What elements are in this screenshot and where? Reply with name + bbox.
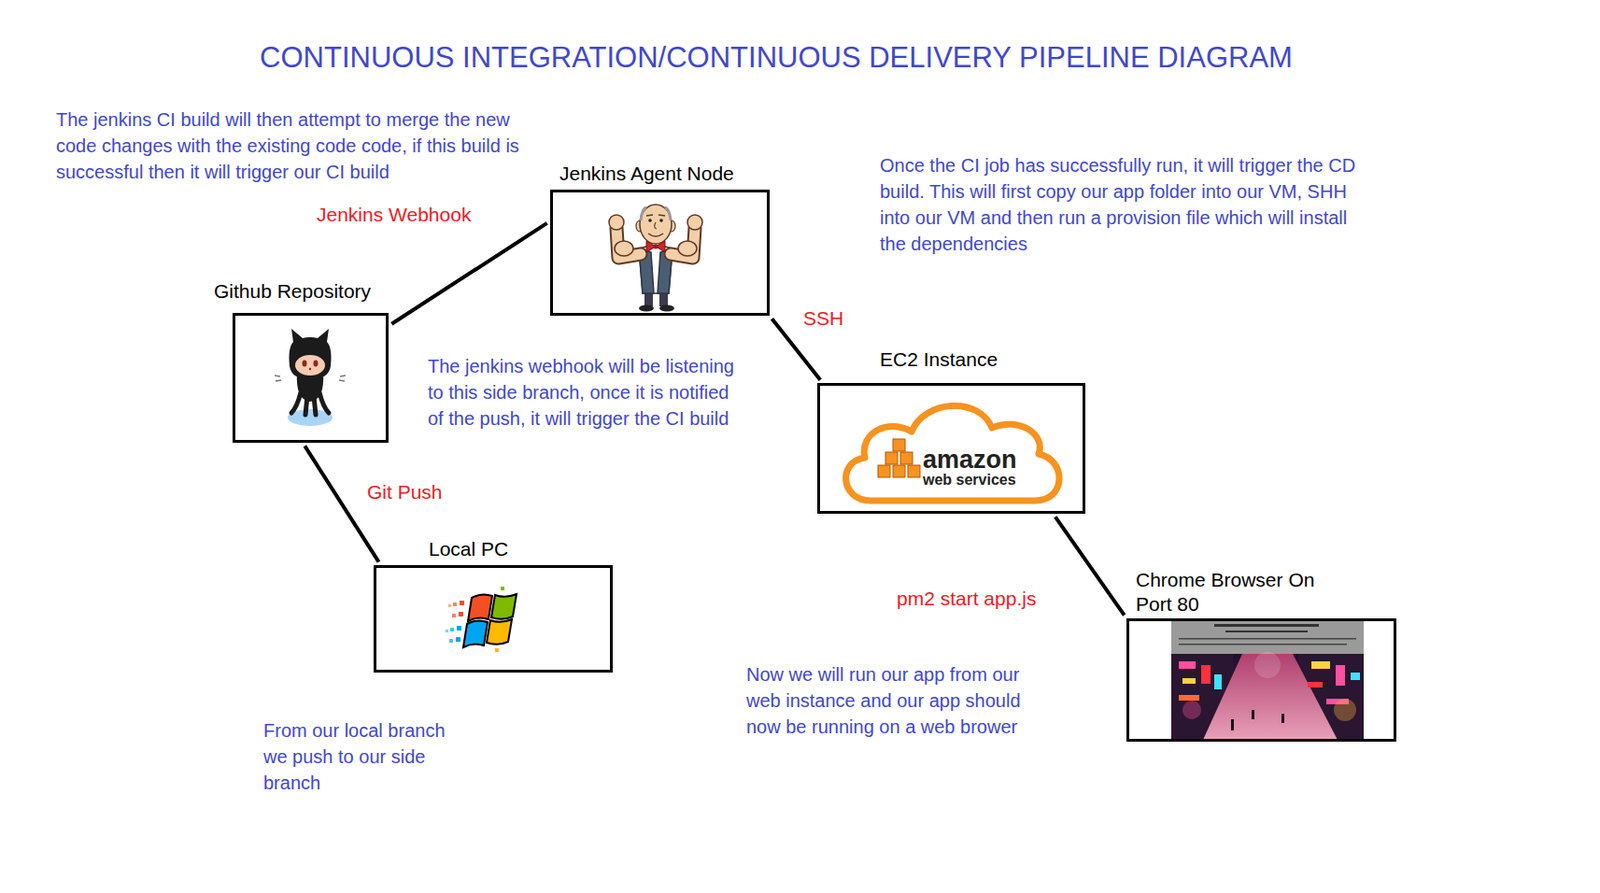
- jenkins-agent-box: Jenkins Agent Node: [550, 189, 770, 316]
- jenkins-butler-icon-part: [654, 222, 657, 229]
- windows-flag-icon-part: [458, 611, 464, 617]
- browser-screenshot-part: [1201, 665, 1211, 684]
- github-octocat-icon: [274, 328, 346, 426]
- browser-screenshot-part: [1254, 651, 1281, 679]
- note-text: The jenkins webhook will be listening to…: [427, 353, 737, 432]
- browser-screenshot: [1171, 620, 1364, 740]
- aws-cloud-icon-part: [885, 452, 898, 465]
- windows-flag-icon-part: [448, 604, 452, 608]
- browser-screenshot-part: [1311, 661, 1331, 669]
- windows-flag-icon-part: [453, 602, 457, 607]
- windows-flag-icon-part: [500, 586, 505, 591]
- windows-flag-icon-part: [463, 620, 488, 648]
- aws-cloud-icon-part: [907, 465, 921, 478]
- ec2-instance-box: EC2 Instanceamazon web services: [817, 382, 1086, 514]
- box-heading: EC2 Instance: [879, 347, 998, 372]
- browser-screenshot-part: [1281, 713, 1285, 723]
- windows-flag-icon-part: [450, 627, 454, 632]
- windows-flag-icon-part: [456, 625, 462, 631]
- github-octocat-icon-part: [295, 354, 326, 376]
- jenkins-butler-icon-part: [653, 244, 659, 250]
- browser-screenshot-part: [1231, 719, 1234, 731]
- diagram-title: CONTINUOUS INTEGRATION/CONTINUOUS DELIVE…: [215, 41, 1337, 75]
- jenkins-butler-icon-part: [646, 214, 666, 216]
- local-pc-box: Local PC: [373, 565, 613, 673]
- aws-cloud-icon: [846, 405, 1060, 501]
- windows-flag-icon-part: [445, 629, 449, 633]
- jenkins-butler-icon-part: [687, 214, 703, 230]
- browser-screenshot-part: [1335, 665, 1346, 686]
- note-text: From our local branch we push to our sid…: [263, 717, 465, 796]
- jenkins-butler-icon-part: [646, 240, 666, 253]
- browser-screenshot-part: [1350, 672, 1360, 680]
- windows-flag-icon-part: [491, 594, 517, 620]
- jenkins-butler-icon-part: [659, 305, 675, 312]
- github-repo-box: Github Repository: [232, 312, 389, 443]
- note-text: Once the CI job has successfully run, it…: [879, 152, 1366, 257]
- windows-flag-icon-part: [459, 600, 465, 606]
- jenkins-butler-icon-part: [614, 240, 634, 256]
- jenkins-butler-icon-part: [678, 240, 697, 256]
- connector-label: Git Push: [367, 480, 443, 505]
- windows-flag-icon-part: [495, 648, 499, 652]
- windows-flag-icon: [445, 586, 517, 652]
- browser-screenshot-part: [1178, 694, 1200, 701]
- windows-flag-icon-part: [455, 637, 461, 642]
- browser-screenshot-part: [1214, 623, 1319, 627]
- jenkins-butler-icon-part: [640, 207, 671, 221]
- jenkins-butler-icon-part: [639, 204, 672, 244]
- connector-line: [1055, 516, 1125, 615]
- github-octocat-icon-part: [274, 375, 346, 382]
- jenkins-butler-icon-part: [648, 218, 652, 223]
- aws-cloud-icon-part: [892, 465, 906, 478]
- box-heading: Local PC: [428, 537, 509, 562]
- browser-box: Chrome Browser On Port 80: [1126, 618, 1397, 742]
- windows-flag-icon-part: [452, 613, 456, 618]
- aws-cloud-icon-part: [892, 438, 906, 452]
- aws-cloud-icon-part: [877, 465, 891, 478]
- jenkins-butler-icon-part: [608, 214, 624, 230]
- browser-screenshot-part: [1178, 643, 1347, 646]
- note-text: Now we will run our app from our web ins…: [746, 661, 1046, 740]
- browser-screenshot-part: [1251, 709, 1255, 720]
- jenkins-butler-icon-part: [659, 218, 664, 223]
- note-text: The jenkins CI build will then attempt t…: [56, 106, 533, 185]
- github-octocat-icon-part: [302, 360, 308, 368]
- browser-screenshot-part: [1214, 674, 1222, 690]
- aws-cloud-icon-part: [900, 452, 913, 465]
- github-octocat-icon-part: [313, 360, 319, 368]
- aws-cloud-icon-part: [846, 405, 1060, 501]
- browser-screenshot-part: [1178, 661, 1196, 669]
- jenkins-butler-icon: [608, 204, 703, 312]
- box-heading: Github Repository: [213, 279, 371, 304]
- logo-wordmark: amazon web services: [922, 447, 1039, 488]
- connector-line: [391, 223, 547, 325]
- browser-screenshot-part: [1333, 698, 1357, 722]
- windows-flag-icon-part: [449, 638, 454, 643]
- jenkins-butler-icon-part: [648, 233, 664, 237]
- browser-screenshot-part: [1182, 700, 1202, 720]
- browser-screenshot-part: [1171, 620, 1364, 654]
- windows-flag-icon-part: [486, 619, 512, 645]
- connector-label: pm2 start app.js: [896, 586, 1036, 611]
- windows-flag-icon-part: [467, 594, 493, 622]
- browser-screenshot-part: [1182, 678, 1196, 684]
- connector-line: [304, 445, 379, 562]
- box-heading: Jenkins Agent Node: [559, 161, 735, 186]
- browser-screenshot-part: [1225, 630, 1308, 633]
- connector-label: Jenkins Webhook: [316, 202, 471, 227]
- browser-screenshot-part: [1307, 681, 1323, 688]
- connector-label: SSH: [803, 306, 844, 331]
- github-octocat-icon-part: [309, 368, 312, 370]
- browser-screenshot-part: [1178, 637, 1357, 640]
- github-octocat-icon-part: [289, 328, 332, 380]
- jenkins-butler-icon-part: [638, 305, 654, 312]
- box-heading: Chrome Browser On Port 80: [1135, 567, 1342, 617]
